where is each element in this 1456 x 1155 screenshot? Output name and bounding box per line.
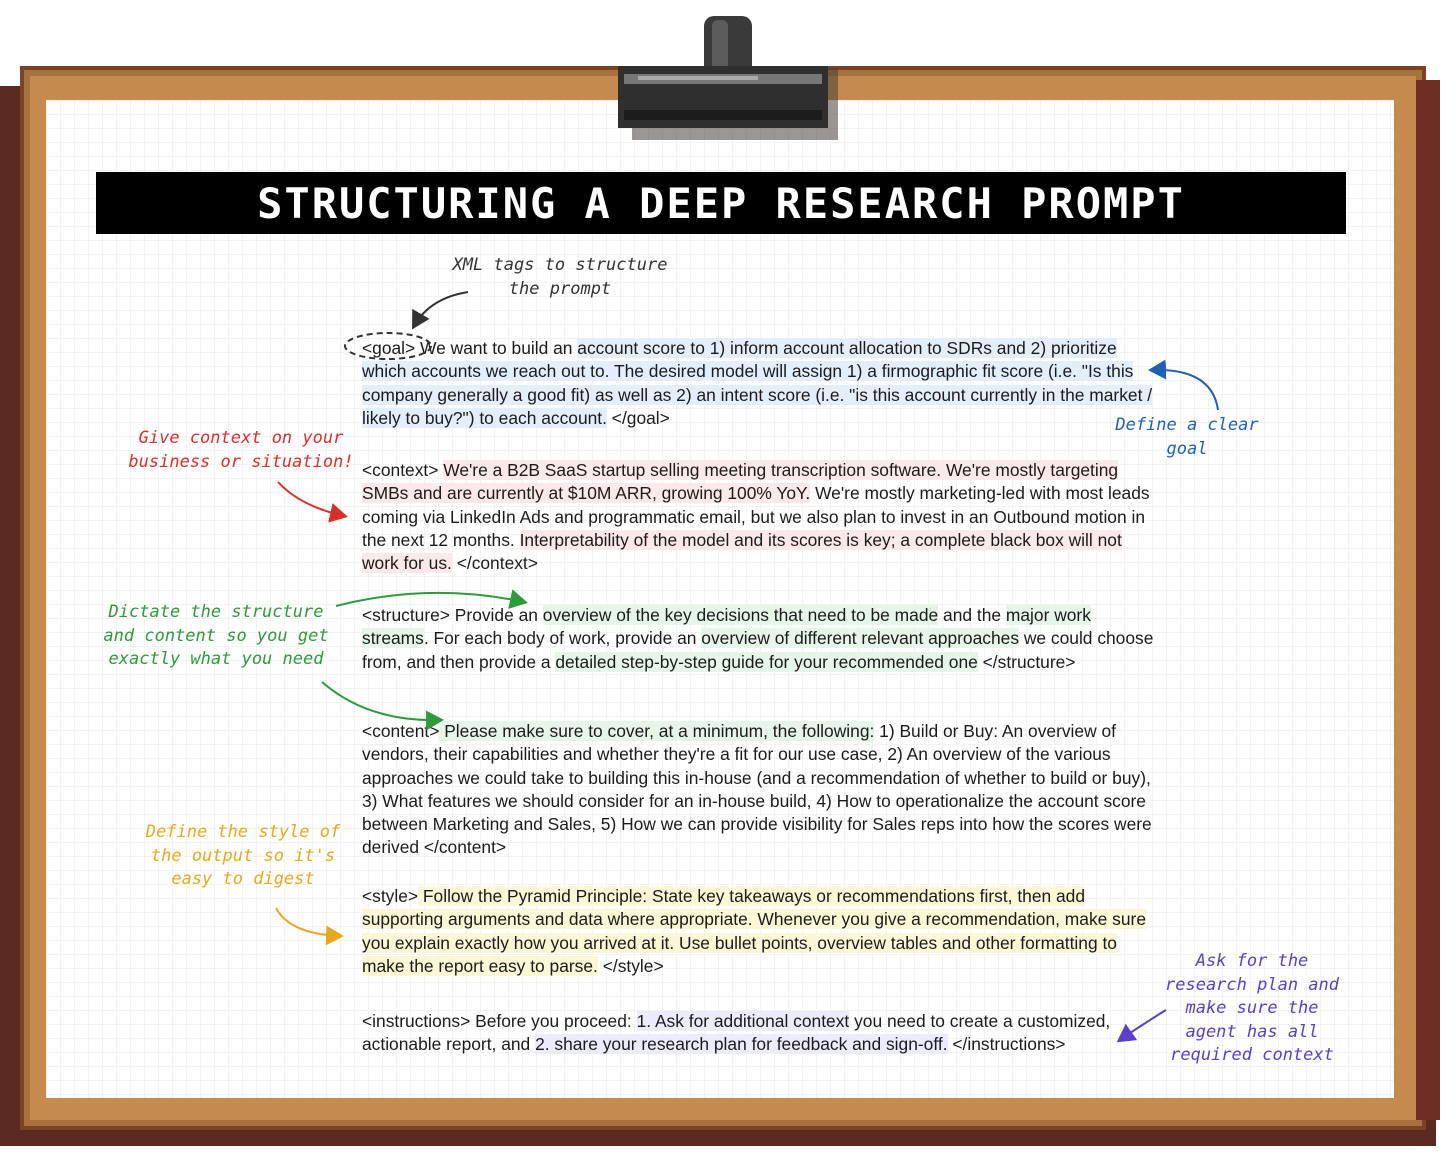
structure-open-tag: <structure>	[362, 605, 450, 625]
context-open-tag: <context>	[362, 460, 444, 480]
content-open-tag: <content>	[362, 721, 440, 741]
style-block: <style> Follow the Pyramid Principle: St…	[362, 885, 1162, 978]
structure-highlight-3: overview of different relevant approache…	[701, 628, 1020, 649]
goal-text: We want to build an	[415, 338, 578, 358]
instructions-close-tag: </instructions>	[947, 1034, 1066, 1055]
paper-sheet	[46, 100, 1394, 1098]
structure-close-tag: </structure>	[977, 651, 1076, 672]
context-close-tag: </context>	[451, 553, 538, 574]
structure-highlight-1: overview of the key decisions that need …	[542, 605, 939, 625]
instructions-text-2: you need to create a customized, actiona…	[362, 1011, 1111, 1055]
content-block: <content> Please make sure to cover, at …	[362, 720, 1162, 860]
context-block: <context> We're a B2B SaaS startup selli…	[362, 459, 1162, 575]
structure-block: <structure> Provide an overview of the k…	[362, 604, 1162, 674]
instructions-block: <instructions> Before you proceed: 1. As…	[362, 1010, 1162, 1057]
title-bar: STRUCTURING A DEEP RESEARCH PROMPT	[96, 172, 1346, 234]
structure-text-1: Provide an	[449, 605, 543, 625]
style-highlight: Follow the Pyramid Principle: State key …	[362, 886, 1146, 976]
goal-close-tag: </goal>	[606, 407, 670, 428]
instructions-highlight-1: 1. Ask for additional context	[636, 1011, 850, 1031]
clipboard-clip-icon	[618, 16, 838, 140]
page-title: STRUCTURING A DEEP RESEARCH PROMPT	[257, 178, 1185, 228]
board-edge	[1416, 80, 1440, 1120]
structure-highlight-4: detailed step-by-step guide for your rec…	[555, 651, 978, 672]
structure-text-4: we could choose from, and then provide a	[362, 628, 1154, 672]
instructions-open-tag: <instructions>	[362, 1011, 471, 1031]
goal-block: <goal> We want to build an account score…	[362, 337, 1162, 430]
content-text: 1) Build or Buy: An overview of vendors,…	[362, 721, 1152, 858]
context-text: We're mostly marketing-led with most lea…	[362, 483, 1150, 550]
style-close-tag: </style>	[597, 955, 664, 976]
content-close-tag: </content>	[419, 837, 507, 858]
style-open-tag: <style>	[362, 886, 419, 906]
goal-open-tag: <goal>	[362, 338, 416, 358]
note-goal: Define a clear goal	[1115, 415, 1259, 459]
structure-text-2: and the	[938, 605, 1006, 625]
instructions-text-1: Before you proceed:	[470, 1011, 637, 1031]
content-highlight: Please make sure to cover, at a minimum,…	[439, 721, 875, 741]
instructions-highlight-2: 2. share your research plan for feedback…	[535, 1034, 948, 1055]
structure-text-3: . For each body of work, provide an	[423, 628, 702, 649]
